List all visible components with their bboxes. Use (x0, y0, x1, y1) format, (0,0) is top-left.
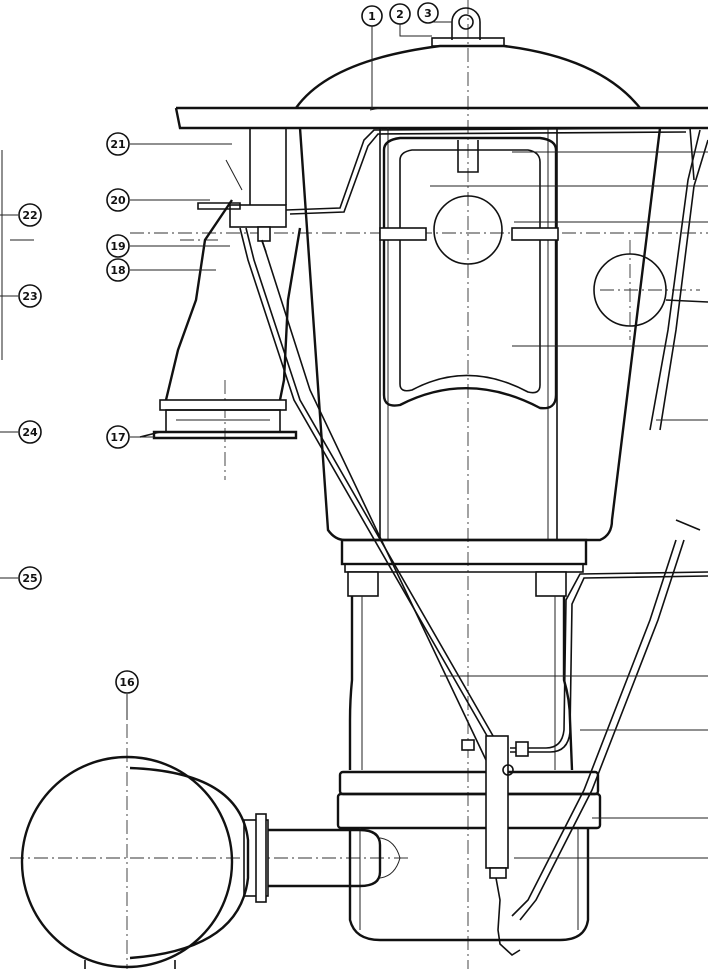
callout-18-label: 18 (110, 264, 125, 277)
callout-20-label: 20 (110, 194, 126, 207)
callout-22-label: 22 (22, 209, 37, 222)
lower-column (348, 596, 574, 771)
upper-bracket (197, 128, 287, 253)
callout-18: 18 (106, 258, 216, 282)
callout-25: 25 (0, 566, 42, 590)
outlet-hopper (139, 199, 302, 440)
top-dome-cover (295, 44, 641, 109)
control-valve (461, 735, 529, 957)
callout-2: 2 (389, 3, 432, 37)
callout-22: 22 (0, 203, 42, 227)
callout-19-label: 19 (110, 240, 125, 253)
callout-23-label: 23 (22, 290, 37, 303)
callout-24: 24 (0, 420, 42, 444)
top-flange-plate (174, 106, 708, 130)
callout-17-label: 17 (110, 431, 125, 444)
callout-16-label: 16 (119, 676, 135, 689)
callout-1-label: 1 (368, 10, 376, 23)
callout-3: 3 (417, 2, 452, 24)
callout-16: 16 (115, 670, 139, 720)
main-casing (298, 127, 662, 542)
control-rods (239, 127, 708, 921)
callout-21-label: 21 (110, 138, 125, 151)
callout-20: 20 (106, 188, 210, 212)
tank (20, 755, 250, 969)
callout-2-label: 2 (396, 8, 404, 21)
lower-flange (340, 538, 588, 597)
callout-24-label: 24 (22, 426, 38, 439)
callout-19: 19 (106, 234, 230, 258)
callout-23: 23 (0, 284, 42, 308)
callout-3-label: 3 (424, 7, 432, 20)
callout-21: 21 (106, 132, 232, 156)
side-port-right (593, 253, 708, 327)
bottom-drum (336, 770, 602, 942)
callout-25-label: 25 (22, 572, 37, 585)
leader-lines-right (369, 107, 708, 859)
callout-1: 1 (361, 5, 383, 110)
motor-window (379, 136, 559, 410)
callout-17: 17 (106, 425, 154, 449)
